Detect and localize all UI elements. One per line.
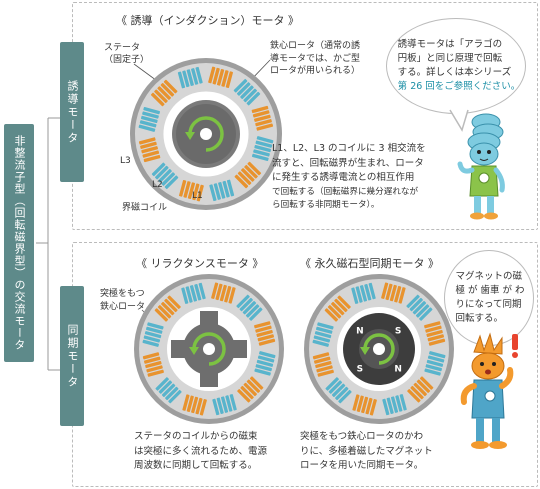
stator-coil	[182, 394, 207, 416]
stator-coil	[312, 352, 334, 377]
tab-sync-label: 同期モータ	[66, 323, 79, 389]
mascot-blue	[457, 113, 505, 220]
stator-coil	[212, 394, 237, 416]
stator-coil	[151, 162, 179, 190]
stator-coil	[351, 282, 376, 304]
stator-coil	[154, 295, 181, 322]
stator-coil	[177, 66, 203, 89]
stator-coil	[234, 161, 262, 189]
reluctance-description: ステータのコイルからの磁束 は突極に多く流れるため、電源 周波数に同期して回転す…	[134, 431, 268, 472]
mascot-orange	[460, 332, 518, 449]
stator-coil	[209, 179, 235, 202]
stator-label: ステータ （固定子）	[104, 43, 150, 66]
stator-coil	[251, 105, 274, 131]
category-tab-label: 非整流子型（回転磁界型）の交流モータ	[13, 135, 26, 351]
tab-sync: 同期モータ	[60, 286, 84, 426]
exclamation-icon	[512, 334, 518, 358]
rotation-arrow-icon	[360, 333, 395, 365]
induction-motor-diagram	[130, 58, 282, 210]
coil-l2-label: L2	[152, 180, 163, 190]
stator-coil	[138, 107, 161, 132]
stator-coil	[155, 377, 182, 404]
magnet-pole-label: N	[394, 365, 402, 375]
stator-coil	[324, 295, 351, 322]
pm-sync-description: 突極をもつ鉄心ロータのかわ りに、多極着磁したマグネット ロータを用いた同期モー…	[300, 431, 433, 472]
stator-coil	[237, 376, 264, 403]
induction-speech-bubble: 誘導モータは「アラゴの 円板」と同じ原理で回転 する。詳しくは本シリーズ 第 2…	[386, 18, 526, 114]
coil-l1-label: L1	[192, 191, 203, 201]
stator-coil	[407, 376, 434, 403]
stator-coil	[236, 294, 263, 321]
stator-coil	[254, 351, 276, 376]
stator-coil	[179, 179, 204, 202]
tab-induction-label: 誘導モータ	[66, 79, 79, 145]
reluctance-title: 《 リラクタンスモータ 》	[136, 257, 264, 270]
stator-coil	[424, 351, 446, 376]
stator-coil	[254, 321, 276, 346]
stator-coil	[208, 66, 233, 89]
magnet-pole-label: S	[395, 326, 401, 336]
magnet-pole-label: S	[357, 365, 363, 375]
stator-coil	[211, 282, 236, 304]
reluctance-motor-diagram	[134, 274, 284, 424]
tab-induction: 誘導モータ	[60, 42, 84, 182]
pm-sync-title: 《 永久磁石型同期モータ 》	[300, 257, 439, 270]
magnet-pole-label: N	[356, 326, 364, 336]
induction-title: 《 誘導（インダクション）モータ 》	[116, 14, 299, 27]
sync-speech-bubble: マグネットの磁 極 が 歯車 が わ りになって同期 回転する。	[444, 250, 534, 346]
stator-coil	[150, 79, 178, 107]
rotor-label: 鉄心ロータ（通常の誘 導モータでは、かご型 ロータが用いられる）	[270, 41, 361, 77]
stator-coil	[352, 394, 377, 416]
coil-l3-label: L3	[120, 156, 131, 166]
rotation-arrow-icon	[185, 116, 224, 152]
stator-coil	[406, 294, 433, 321]
stator-coil	[325, 377, 352, 404]
rotation-arrow-icon	[189, 332, 226, 366]
stator-coil	[233, 78, 261, 106]
stator-coil	[142, 322, 164, 347]
pm-sync-motor-diagram: N S N S	[304, 274, 454, 424]
stator-coil	[181, 282, 206, 304]
stator-coil	[142, 352, 164, 377]
stator-coil	[312, 322, 334, 347]
field-coil-label: 界磁コイル	[122, 203, 168, 213]
stator-coil	[138, 137, 161, 163]
category-tab: 非整流子型（回転磁界型）の交流モータ	[4, 124, 34, 362]
stator-coil	[424, 321, 446, 346]
induction-description: L1、L2、L3 のコイルに 3 相交流を 流すと、回転磁界が生まれ、ロータ に…	[272, 143, 426, 211]
stator-coil	[381, 282, 406, 304]
reluctance-rotor-label: 突極をもつ 鉄心ロータ	[100, 289, 146, 312]
bracket-lines	[36, 117, 62, 371]
stator-coil	[382, 394, 407, 416]
stator-coil	[251, 136, 274, 161]
bubble-tail-1	[449, 108, 469, 132]
